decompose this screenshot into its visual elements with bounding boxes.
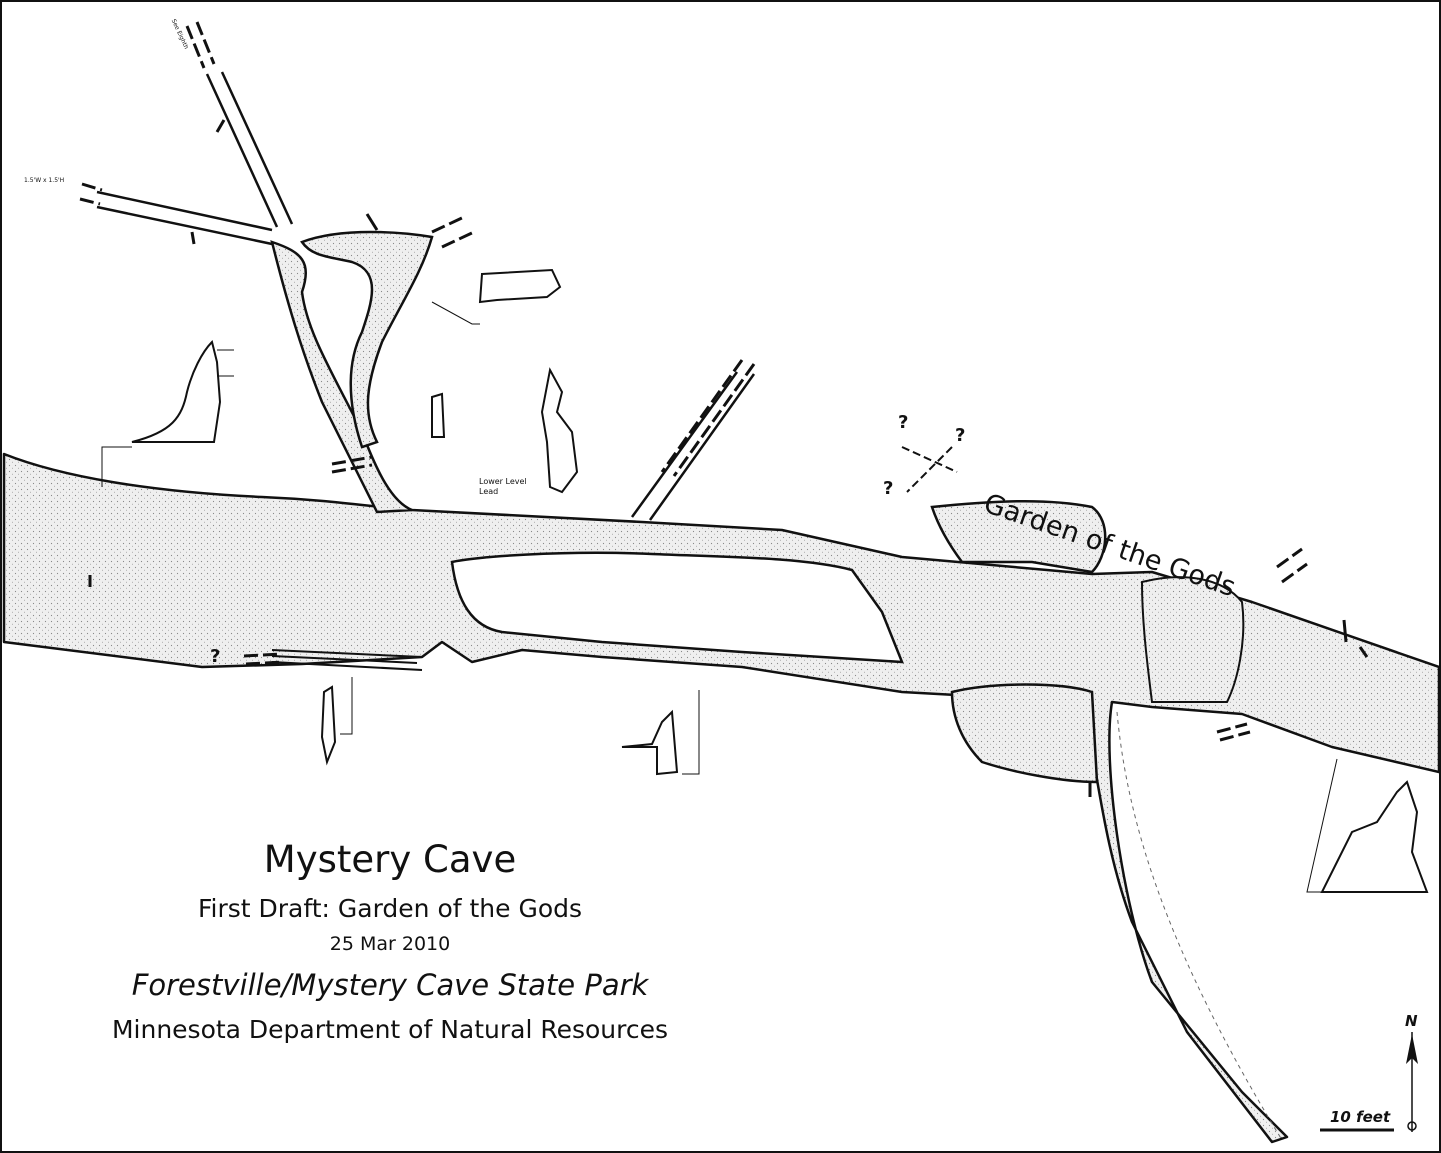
profile-south-leader [682, 690, 700, 775]
northwest-passage-line-a [205, 73, 279, 228]
profile-south-west [320, 685, 337, 766]
profile-small [431, 392, 446, 438]
map-title: Mystery Cave [263, 838, 517, 881]
agency-name: Minnesota Department of Natural Resource… [111, 1015, 669, 1044]
profile-south-west-leader [340, 677, 353, 735]
west-upper-passage-a [96, 190, 273, 232]
northwest-branch [270, 240, 413, 514]
map-subtitle: First Draft: Garden of the Gods [197, 894, 583, 923]
profile-north [478, 268, 562, 304]
lower-level-lead-label: Lower Level Lead [479, 477, 527, 497]
east-room [1140, 576, 1245, 703]
park-name: Forestville/Mystery Cave State Park [131, 968, 649, 1002]
unknown-lead-marker-north-c: ? [883, 478, 894, 499]
north-arrow-icon [1406, 1032, 1418, 1132]
profile-south [621, 709, 679, 776]
profile-west-leader [101, 349, 234, 487]
unknown-lead-marker-north-b: ? [955, 425, 966, 446]
garden-room [930, 500, 1107, 574]
west-lower-passage [271, 649, 423, 671]
northwest-passage-line-b [220, 71, 294, 225]
west-upper-passage-b [96, 205, 273, 246]
scale-label: 10 feet [1330, 1108, 1391, 1126]
profile-north-leader [431, 301, 480, 325]
profile-west [131, 340, 222, 443]
south-passage-centerline [1116, 711, 1283, 1141]
profile-east [1320, 780, 1429, 893]
lead-label-line2: Lead [479, 487, 499, 496]
unknown-lead-marker-north-a: ? [898, 412, 909, 433]
north-label: N [1405, 1012, 1418, 1030]
north-branch-loop [300, 230, 434, 449]
passage-dimension-label: 1.5'W x 1.5'H [24, 177, 65, 184]
profile-center [540, 367, 579, 494]
lead-label-line1: Lower Level [479, 477, 527, 486]
central-island [450, 551, 904, 664]
profile-east-leader [1306, 758, 1338, 893]
map-date: 25 Mar 2010 [329, 933, 451, 955]
unknown-lead-marker-west: ? [210, 646, 221, 667]
dashed-ends [79, 21, 1308, 742]
unexplored-lead-cross [901, 446, 958, 493]
northeast-diagonal-passage [630, 371, 756, 521]
survey-ticks [88, 119, 1369, 797]
south-room [950, 683, 1099, 784]
